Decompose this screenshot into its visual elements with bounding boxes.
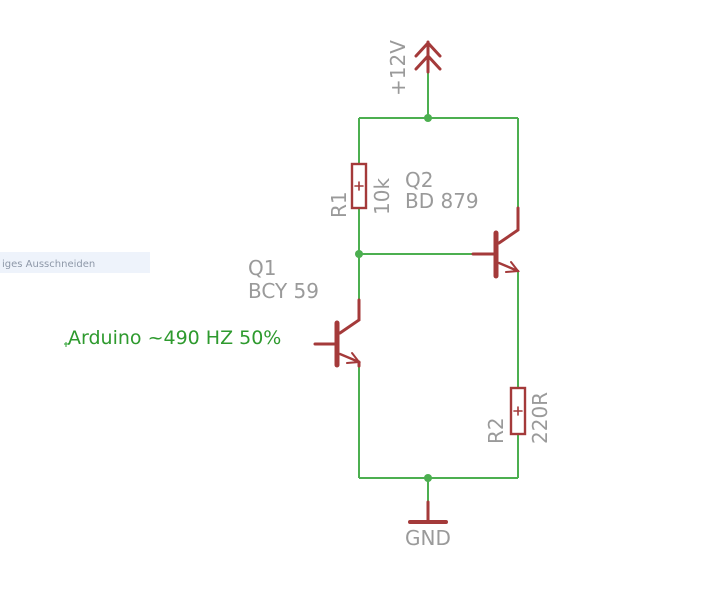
q2-value: BD 879 (405, 189, 479, 213)
r1-value: 10k (370, 178, 394, 215)
ground-symbol (408, 500, 448, 524)
r1-resistor (350, 162, 368, 210)
tooltip-fragment: iges Ausschneiden (0, 252, 150, 273)
arduino-net-label: Arduino ~490 HZ 50% (68, 327, 281, 349)
junction-top (424, 114, 432, 122)
junction-bottom (424, 474, 432, 482)
q1-transistor (313, 298, 361, 368)
r2-value: 220R (528, 392, 552, 444)
wire-arduino-tick (64, 342, 70, 347)
r2-name: R2 (484, 417, 508, 444)
q2-transistor (471, 206, 520, 279)
r2-resistor (509, 386, 527, 436)
tooltip-text: iges Ausschneiden (2, 259, 95, 270)
q2-name: Q2 (405, 168, 433, 192)
supply-label: +12V (386, 40, 410, 96)
r1-name: R1 (327, 191, 351, 218)
q1-value: BCY 59 (248, 279, 319, 303)
q1-name: Q1 (248, 256, 276, 280)
junction-base (355, 250, 363, 258)
supply-symbol (414, 40, 442, 74)
junctions (355, 114, 432, 482)
ground-label: GND (405, 526, 451, 550)
